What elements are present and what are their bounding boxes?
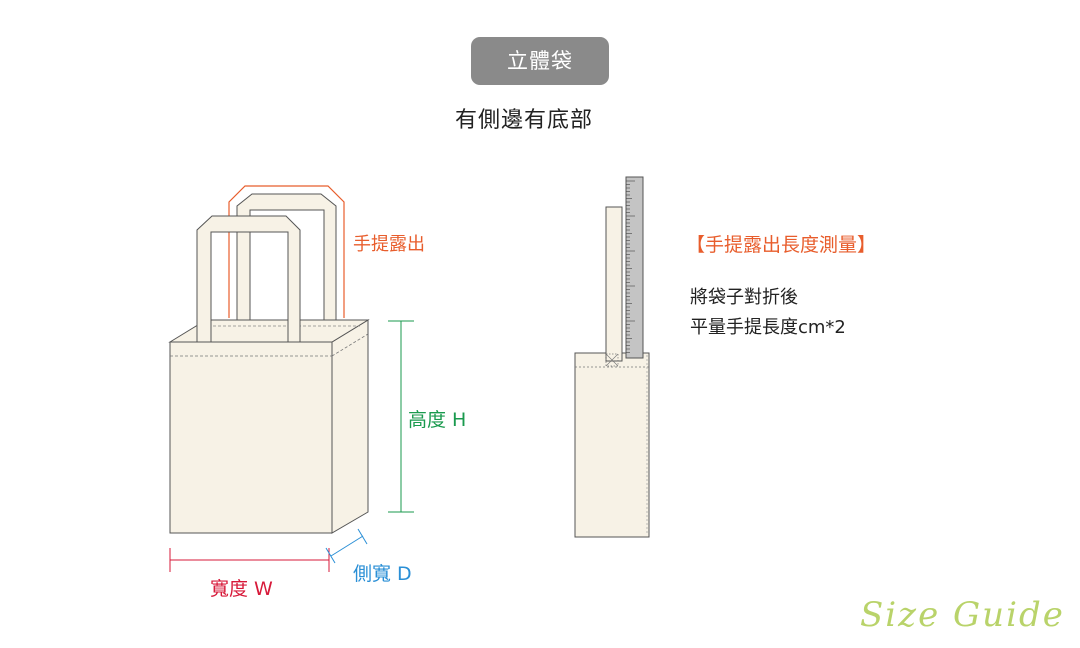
handle-length-label: 手提露出	[353, 234, 425, 255]
bag-side-face	[331, 319, 369, 534]
front-handle	[196, 215, 301, 343]
bag-front-face	[169, 341, 333, 534]
size-guide-logo: Size Guide	[860, 595, 1065, 635]
depth-label: 側寬 D	[353, 563, 412, 585]
height-label: 高度 H	[408, 409, 467, 431]
measure-instruction-1: 將袋子對折後	[690, 287, 798, 308]
measure-instruction-2: 平量手提長度cm*2	[690, 317, 846, 338]
title-badge: 立體袋	[471, 37, 609, 85]
width-marker	[169, 548, 330, 572]
height-marker	[388, 320, 414, 513]
depth-marker	[325, 528, 368, 564]
folded-bag	[574, 206, 650, 538]
back-handle	[236, 193, 337, 321]
ruler	[625, 176, 644, 359]
measure-title: 【手提露出長度測量】	[686, 234, 877, 256]
subtitle: 有側邊有底部	[455, 108, 594, 133]
width-label: 寬度 W	[210, 578, 273, 600]
